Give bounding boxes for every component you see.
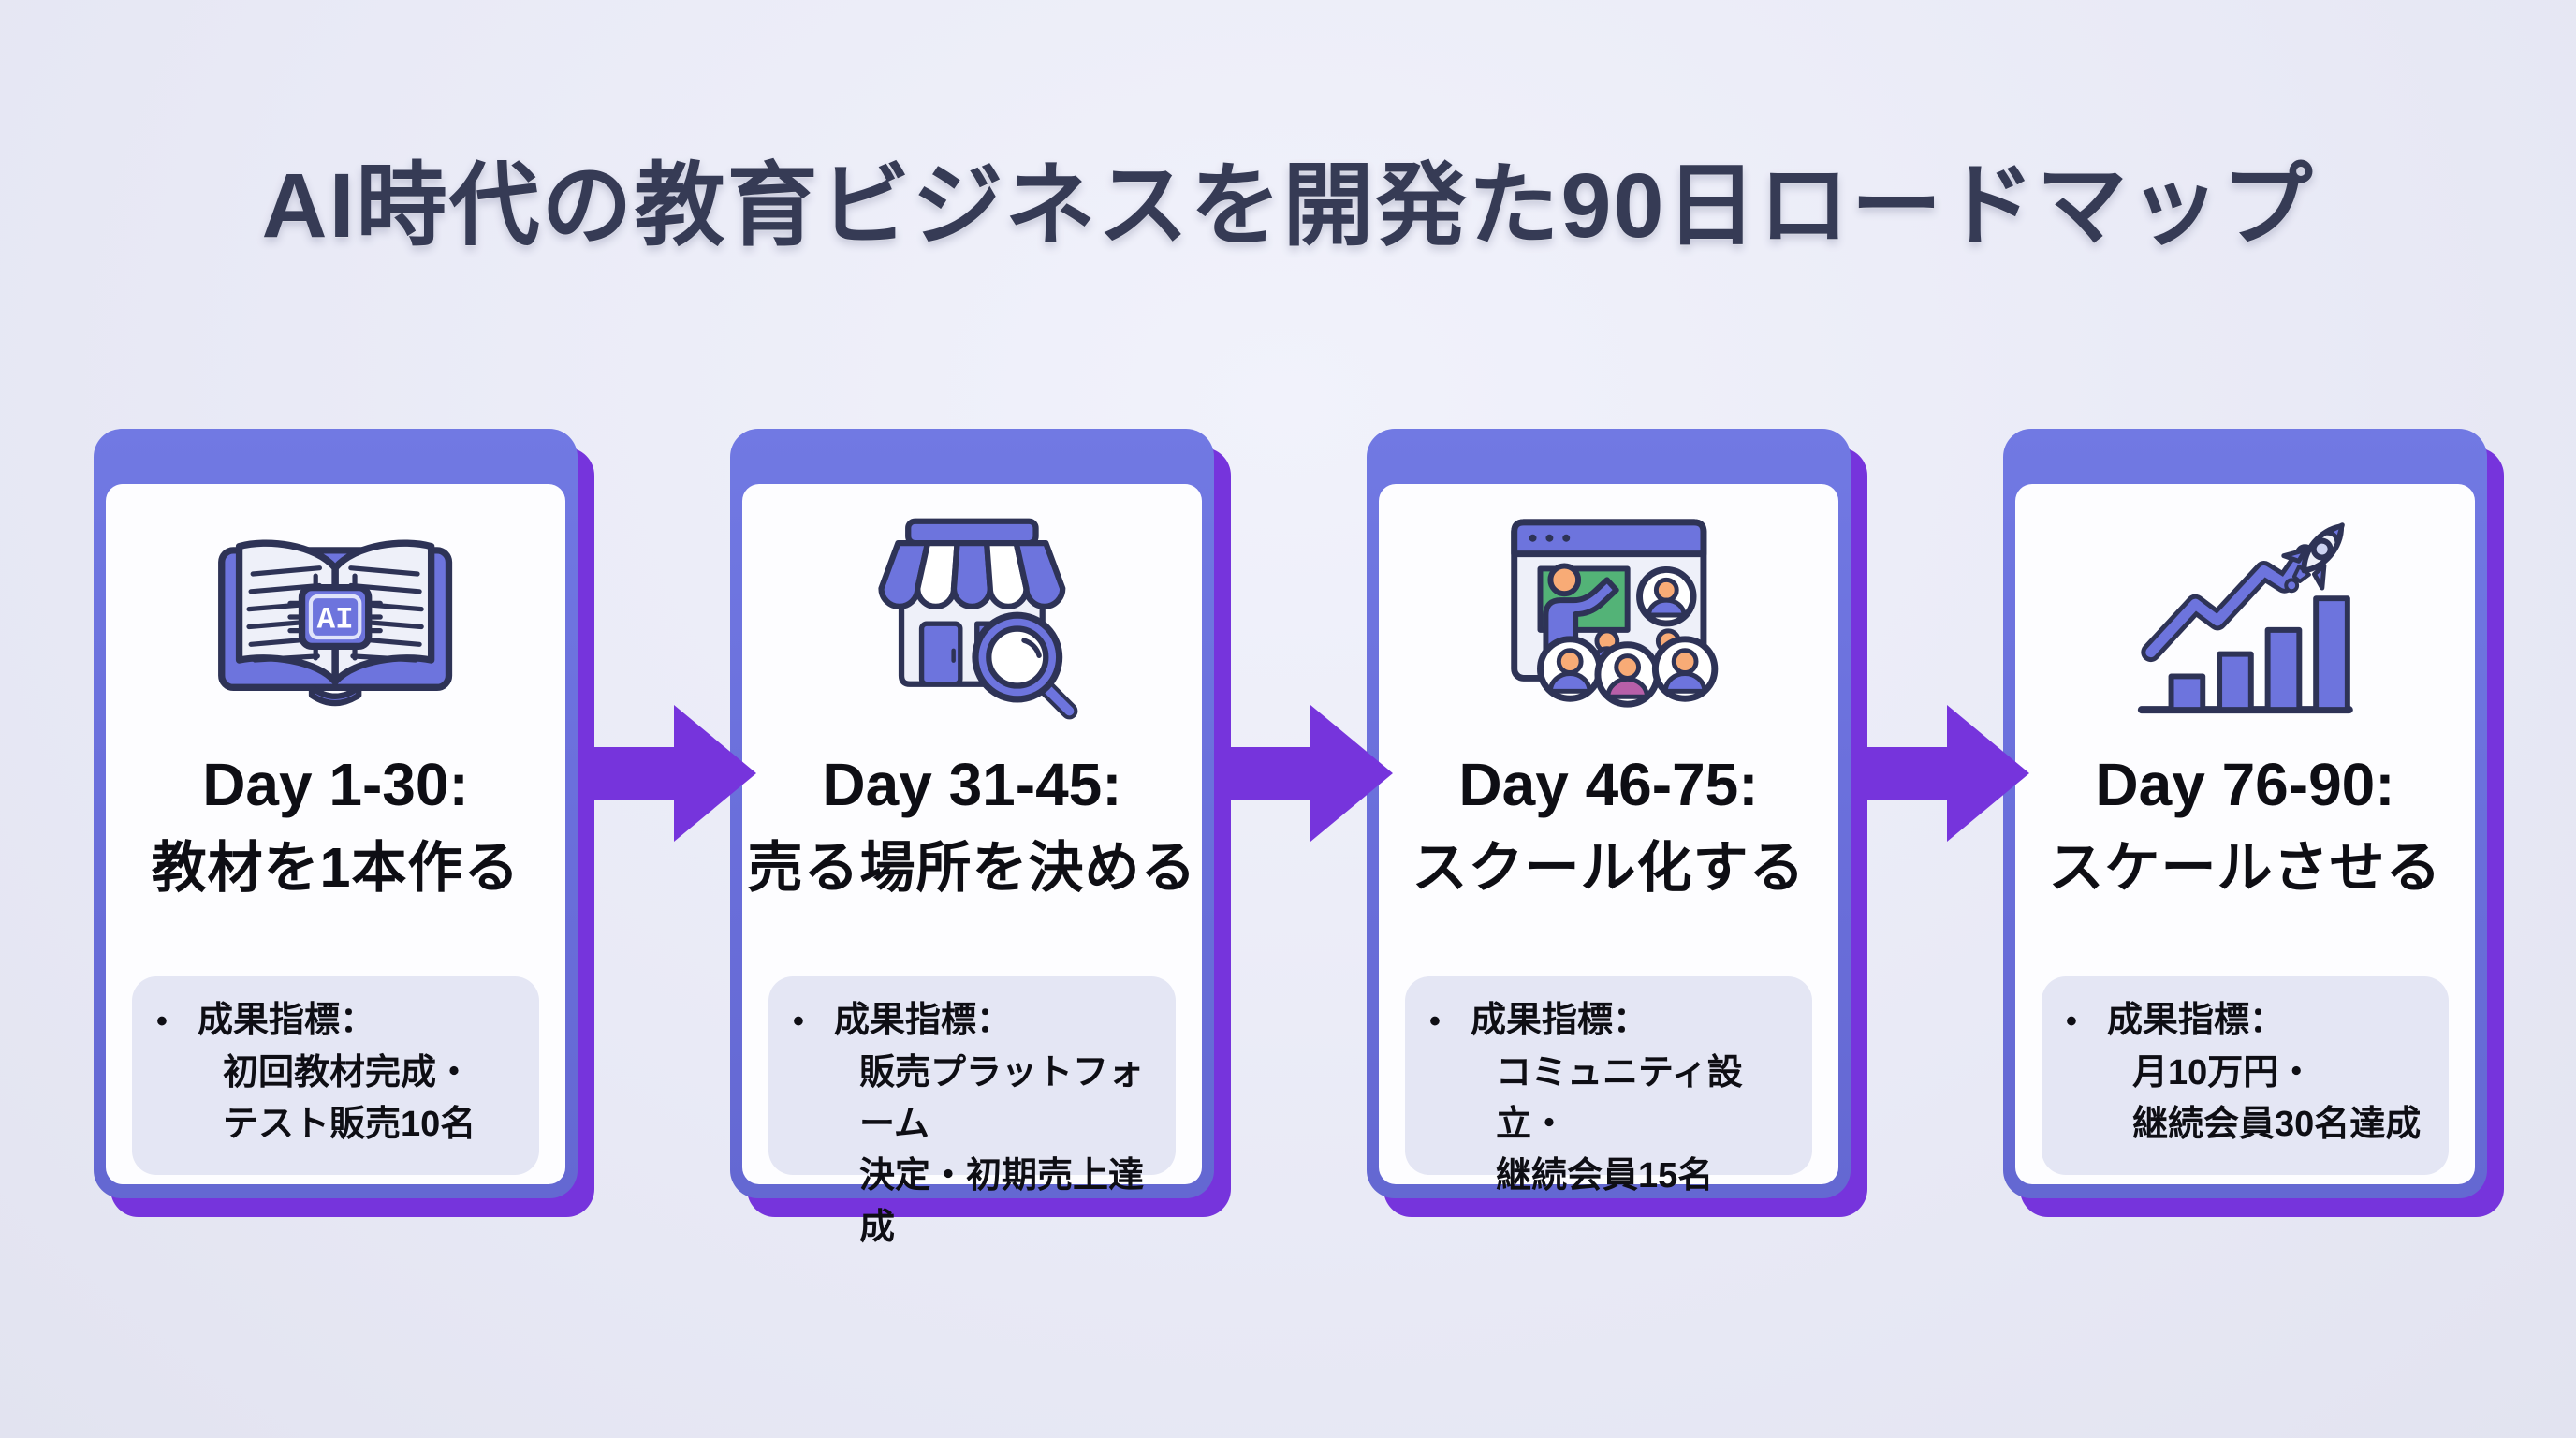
metrics-line: 継続会員15名 <box>1496 1156 1714 1196</box>
bullet-dot: • <box>156 1004 168 1039</box>
metrics-line: • 成果指標： <box>1429 995 1799 1048</box>
stage-goal: スクール化する <box>1412 837 1806 899</box>
right-arrow <box>1861 705 2029 842</box>
metrics-line: 継続会員30名達成 <box>2132 1105 2422 1144</box>
online-school-icon <box>1486 508 1732 726</box>
metrics-line: 月10万円・ <box>2132 1053 2315 1093</box>
stage-card-1: AI Day 1-30: 教材を1本作る • 成果指標： 初回教材完成・ テスト販… <box>94 429 594 1217</box>
metrics-label: 成果指標： <box>198 1001 376 1040</box>
bullet-dot: • <box>1429 1004 1441 1039</box>
stage-day: Day 76-90: <box>2095 751 2395 818</box>
metrics-line: • 成果指標： <box>793 995 1163 1048</box>
metrics-box: • 成果指標： 月10万円・ 継続会員30名達成 <box>2042 976 2449 1175</box>
card-body: Day 76-90: スケールさせる • 成果指標： 月10万円・ 継続会員30名… <box>2015 484 2475 1184</box>
metrics-label: 成果指標： <box>834 1001 1013 1040</box>
stage-card-3: Day 46-75: スクール化する • 成果指標： コミュニティ設立・ 継続会員… <box>1367 429 1867 1217</box>
metrics-box: • 成果指標： コミュニティ設立・ 継続会員15名 <box>1405 976 1812 1196</box>
metrics-label: 成果指標： <box>2107 1001 2286 1040</box>
ai-chip-label: AI <box>317 603 354 638</box>
metrics-line: 決定・初期売上達成 <box>859 1156 1145 1247</box>
stage-day: Day 31-45: <box>822 751 1122 818</box>
metrics-line: • 成果指標： <box>2066 995 2436 1048</box>
metrics-line: 販売プラットフォーム <box>859 1053 1145 1144</box>
stage-title: Day 46-75: スクール化する <box>1412 742 1805 909</box>
stage-card-4: Day 76-90: スケールさせる • 成果指標： 月10万円・ 継続会員30名… <box>2003 429 2504 1217</box>
metrics-label: 成果指標： <box>1471 1001 1649 1040</box>
right-arrow <box>588 705 756 842</box>
card-body: Day 46-75: スクール化する • 成果指標： コミュニティ設立・ 継続会員… <box>1379 484 1838 1196</box>
stage-title: Day 31-45: 売る場所を決める <box>747 742 1196 909</box>
growth-rocket-icon <box>2123 508 2368 726</box>
metrics-box: • 成果指標： 初回教材完成・ テスト販売10名 <box>132 976 539 1175</box>
storefront-search-icon <box>861 508 1083 726</box>
page-title: AI時代の教育ビジネスを開発た90日ロードマップ <box>261 154 2315 257</box>
stage-goal: スケールさせる <box>2048 837 2442 899</box>
metrics-line: コミュニティ設立・ <box>1496 1053 1743 1144</box>
bullet-dot: • <box>2066 1004 2077 1039</box>
stage-title: Day 1-30: 教材を1本作る <box>152 742 520 909</box>
stage-card-2: Day 31-45: 売る場所を決める • 成果指標： 販売プラットフォーム 決定… <box>730 429 1231 1247</box>
stage-title: Day 76-90: スケールさせる <box>2048 742 2441 909</box>
card-body: AI Day 1-30: 教材を1本作る • 成果指標： 初回教材完成・ テスト販… <box>106 484 565 1184</box>
stage-day: Day 46-75: <box>1458 751 1759 818</box>
metrics-line: 初回教材完成・ <box>223 1053 473 1093</box>
metrics-line: • 成果指標： <box>156 995 526 1048</box>
metrics-box: • 成果指標： 販売プラットフォーム 決定・初期売上達成 <box>768 976 1176 1247</box>
stage-day: Day 1-30: <box>202 751 469 818</box>
stage-goal: 教材を1本作る <box>151 837 520 899</box>
stage-goal: 売る場所を決める <box>747 837 1197 899</box>
card-body: Day 31-45: 売る場所を決める • 成果指標： 販売プラットフォーム 決定… <box>742 484 1202 1247</box>
metrics-line: テスト販売10名 <box>223 1105 476 1144</box>
ai-book-icon: AI <box>206 508 464 726</box>
right-arrow <box>1224 705 1393 842</box>
bullet-dot: • <box>793 1004 804 1039</box>
